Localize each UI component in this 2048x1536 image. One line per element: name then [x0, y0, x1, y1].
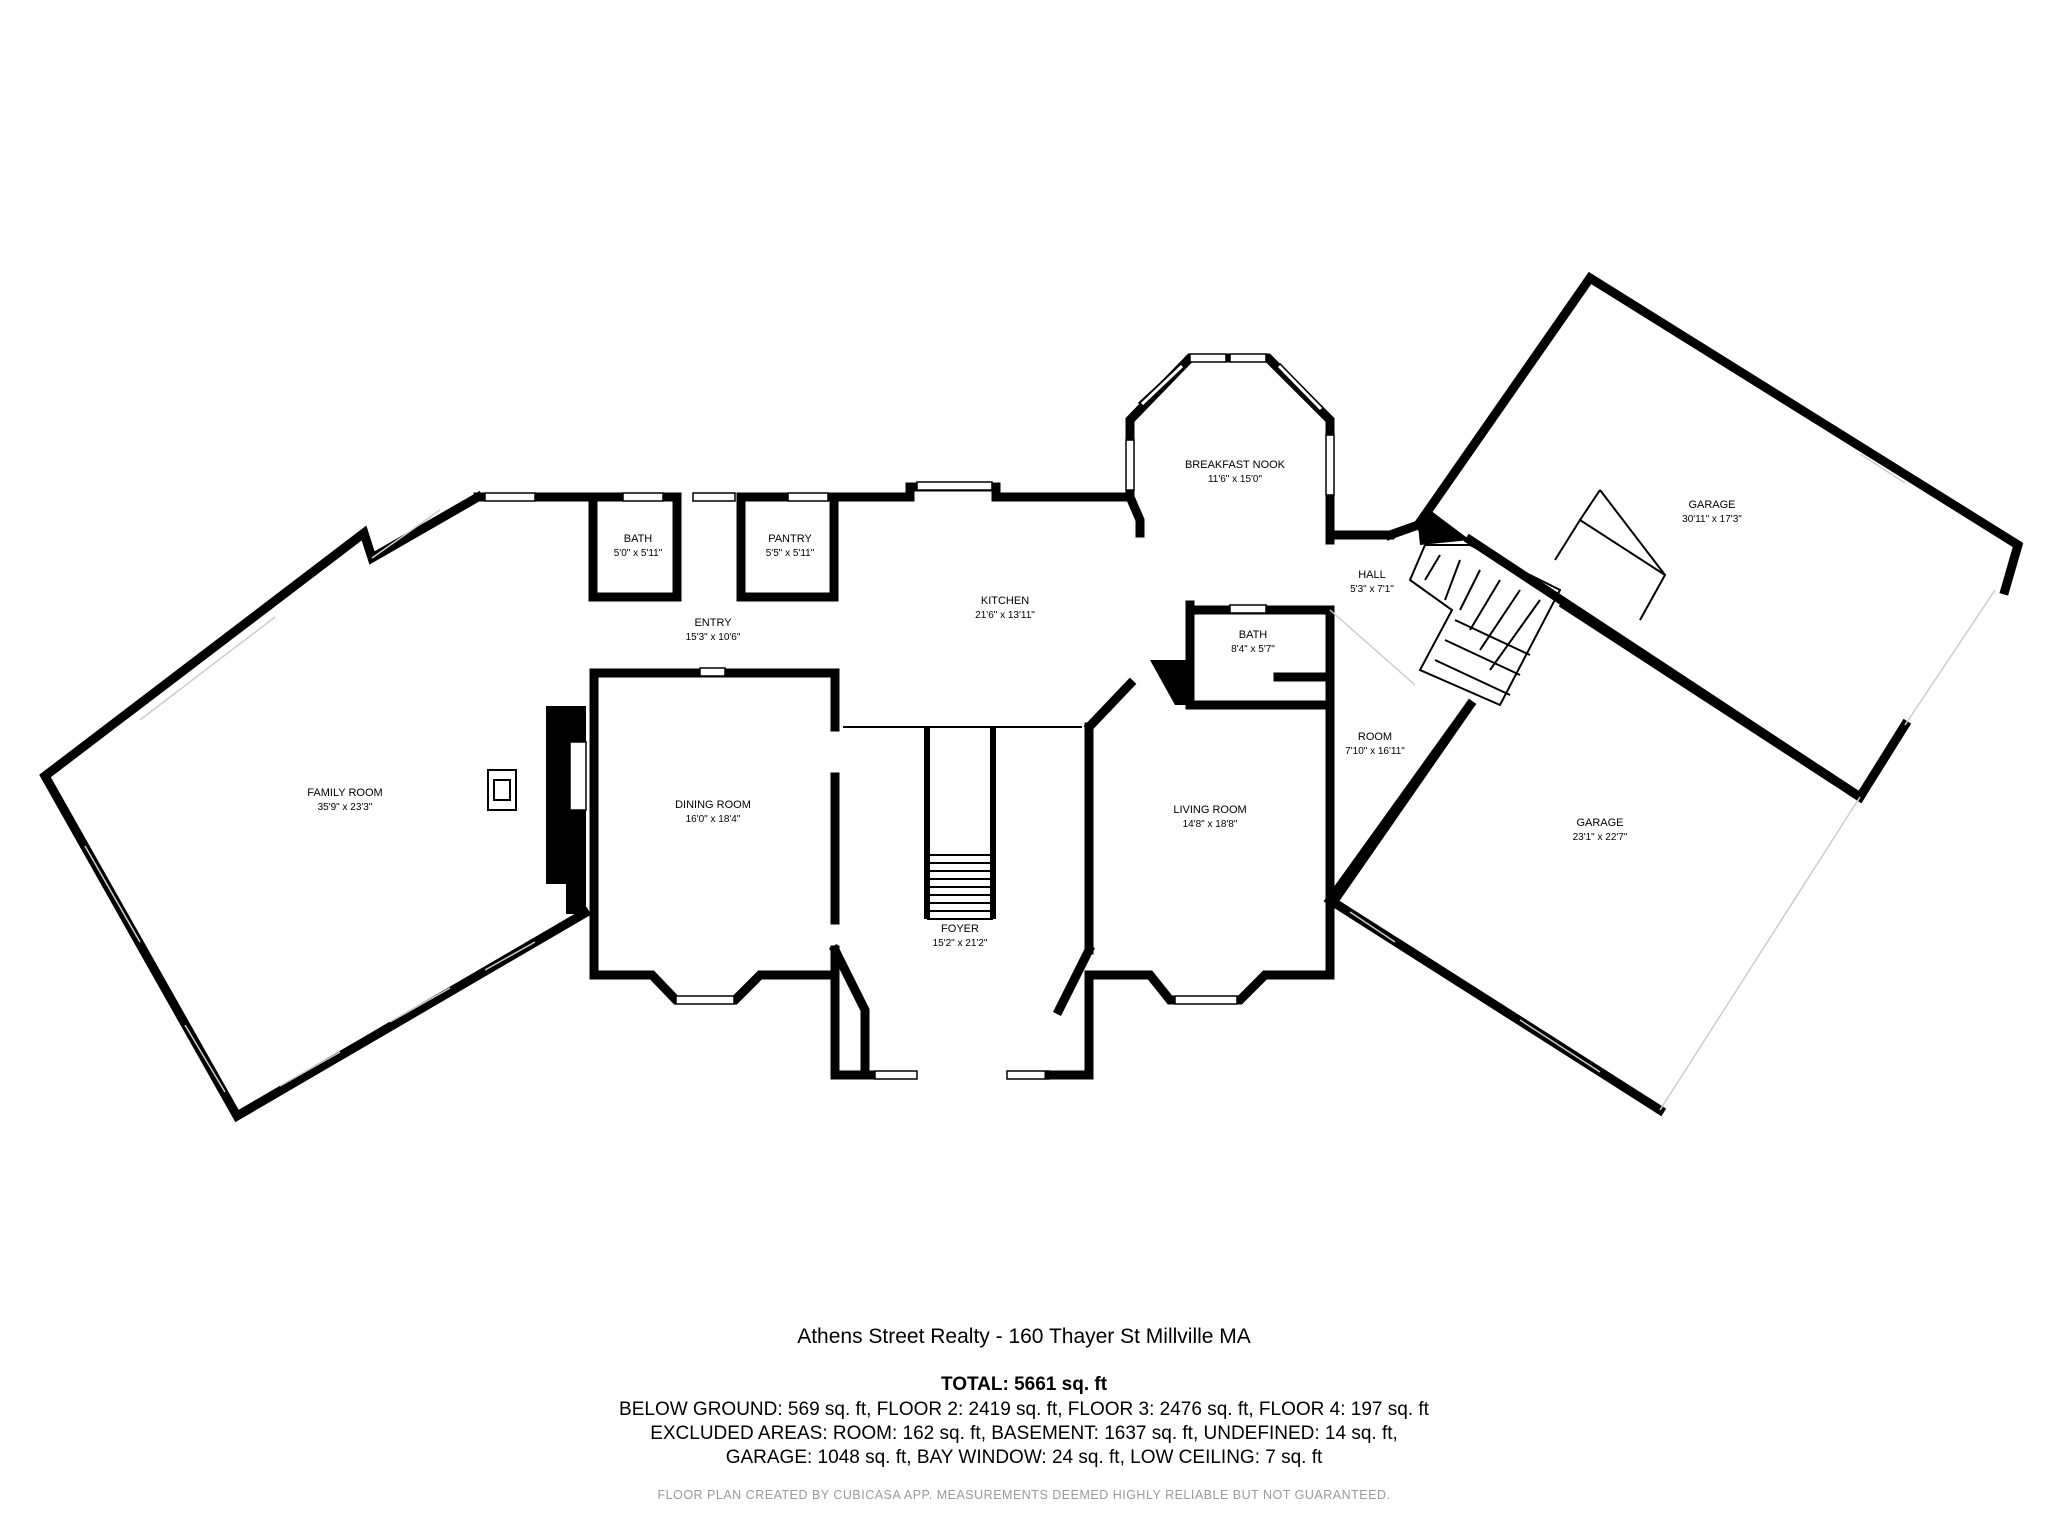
pantry-dim: 5'5" x 5'11" — [766, 548, 815, 559]
bath-2-name: BATH — [1239, 629, 1268, 641]
area-breakdown-line-2: EXCLUDED AREAS: ROOM: 162 sq. ft, BASEME… — [650, 1423, 1398, 1444]
family-room-walls — [39, 490, 592, 1123]
foyer-name: FOYER — [941, 923, 979, 935]
breakfast-nook-dim: 11'6" x 15'0" — [1208, 474, 1263, 485]
entry-dim: 15'3" x 10'6" — [686, 632, 741, 643]
garage-1-name: GARAGE — [1688, 499, 1735, 511]
pantry-name: PANTRY — [768, 533, 812, 545]
bath-1-name: BATH — [624, 533, 653, 545]
foyer-stairs — [924, 726, 996, 920]
breakfast-nook-name: BREAKFAST NOOK — [1185, 459, 1286, 471]
family-room-name: FAMILY ROOM — [307, 787, 382, 799]
garage-2-name: GARAGE — [1576, 817, 1623, 829]
bath-2-dim: 8'4" x 5'7" — [1231, 644, 1275, 655]
living-room-dim: 14'8" x 18'8" — [1183, 819, 1238, 830]
garage-2-walls — [1323, 598, 1867, 1117]
area-breakdown-line-1: BELOW GROUND: 569 sq. ft, FLOOR 2: 2419 … — [619, 1399, 1429, 1420]
fireplace — [487, 706, 587, 914]
kitchen-walls — [916, 353, 1395, 540]
dining-room-name: DINING ROOM — [675, 799, 751, 811]
area-breakdown-line-3: GARAGE: 1048 sq. ft, BAY WINDOW: 24 sq. … — [725, 1447, 1323, 1468]
family-room-dim: 35'9" x 23'3" — [318, 802, 373, 813]
garage-2-dim: 23'1" x 22'7" — [1573, 832, 1628, 843]
room-dim: 7'10" x 16'11" — [1345, 746, 1405, 757]
living-room-name: LIVING ROOM — [1173, 804, 1246, 816]
foyer-dim: 15'2" x 21'2" — [933, 938, 988, 949]
entry-name: ENTRY — [694, 617, 732, 629]
total-area: TOTAL: 5661 sq. ft — [940, 1374, 1108, 1395]
disclaimer: FLOOR PLAN CREATED BY CUBICASA APP. MEAS… — [657, 1488, 1391, 1502]
realty-address: Athens Street Realty - 160 Thayer St Mil… — [797, 1325, 1251, 1348]
living-room-walls — [1083, 600, 1335, 1005]
room-name: ROOM — [1358, 731, 1392, 743]
bath-1-dim: 5'0" x 5'11" — [614, 548, 663, 559]
garage-1-dim: 30'11" x 17'3" — [1682, 514, 1742, 525]
bath-pantry-walls — [580, 482, 1001, 602]
hall-dim: 5'3" x 7'1" — [1350, 584, 1394, 595]
hall-stairs — [1408, 510, 1562, 707]
dining-room-walls — [589, 667, 840, 1005]
hall-name: HALL — [1358, 569, 1386, 581]
garage-1-walls — [1411, 271, 2024, 804]
dining-room-dim: 16'0" x 18'4" — [686, 814, 741, 825]
room-labels: FAMILY ROOM 35'9" x 23'3" BATH 5'0" x 5'… — [307, 459, 1742, 949]
kitchen-name: KITCHEN — [981, 595, 1029, 607]
kitchen-dim: 21'6" x 13'11" — [975, 610, 1035, 621]
